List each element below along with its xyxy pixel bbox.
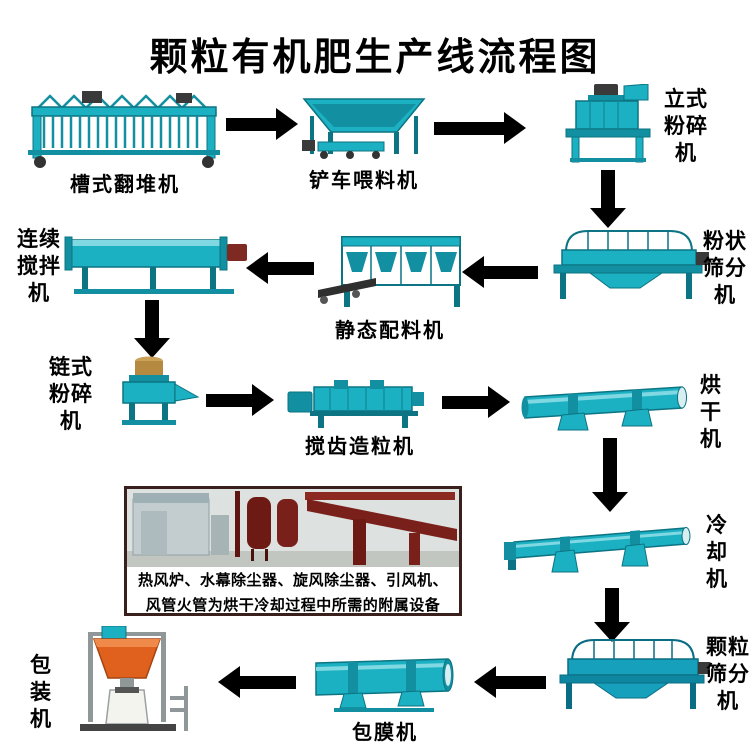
continuous-mixer-image [62, 230, 250, 300]
label-cooler: 冷却机 [706, 514, 728, 591]
flow-arrow-left-1 [462, 256, 538, 288]
label-continuous-mixer: 连续搅拌机 [17, 228, 61, 305]
flow-arrow-down-1 [590, 170, 626, 228]
label-packing-machine: 包装机 [30, 654, 52, 731]
powder-screener-image [542, 226, 710, 304]
label-static-batcher: 静态配料机 [335, 320, 445, 342]
auxiliary-note-line1: 热风炉、水幕除尘器、旋风除尘器、引风机、 [137, 572, 448, 589]
auxiliary-note-line2: 风管火管为烘干冷却过程中所需的附属设备 [145, 597, 441, 614]
label-granule-screener: 颗粒筛分机 [706, 636, 750, 713]
page-title: 颗粒有机肥生产线流程图 [149, 37, 601, 79]
flow-arrow-right-1 [226, 108, 298, 140]
static-batcher-image [316, 234, 464, 312]
auxiliary-equipment-photo [127, 489, 459, 567]
flow-arrow-left-4 [218, 666, 296, 698]
packing-machine-image [58, 626, 196, 742]
flow-arrow-right-3 [206, 384, 274, 416]
dryer-image [520, 382, 692, 434]
label-tooth-granulator: 搅齿造粒机 [305, 436, 415, 458]
flow-arrow-down-4 [594, 588, 630, 642]
vertical-crusher-image [552, 84, 660, 166]
coating-machine-image [306, 650, 464, 714]
label-loader-feeder: 铲车喂料机 [309, 170, 419, 192]
flow-arrow-down-3 [592, 438, 628, 512]
label-chain-crusher: 链式粉碎机 [49, 356, 93, 433]
flow-arrow-down-2 [134, 300, 170, 358]
chain-crusher-image [98, 356, 200, 428]
loader-feeder-image [300, 96, 428, 162]
cooler-image [502, 516, 700, 580]
flow-arrow-right-2 [434, 112, 526, 144]
label-coating-machine: 包膜机 [352, 722, 418, 744]
tooth-granulator-image [286, 380, 434, 430]
label-dryer: 烘干机 [700, 374, 722, 451]
flow-arrow-left-2 [246, 252, 314, 284]
label-powder-screener: 粉状筛分机 [703, 230, 747, 307]
trough-compost-turner-image [28, 88, 220, 170]
flow-arrow-left-3 [474, 666, 546, 698]
auxiliary-note-box: 热风炉、水幕除尘器、旋风除尘器、引风机、 风管火管为烘干冷却过程中所需的附属设备 [124, 486, 462, 616]
label-trough-turner: 槽式翻堆机 [70, 174, 180, 196]
flow-arrow-right-4 [442, 386, 510, 418]
label-vertical-crusher: 立式粉碎机 [664, 88, 708, 165]
granule-screener-image [552, 636, 710, 714]
